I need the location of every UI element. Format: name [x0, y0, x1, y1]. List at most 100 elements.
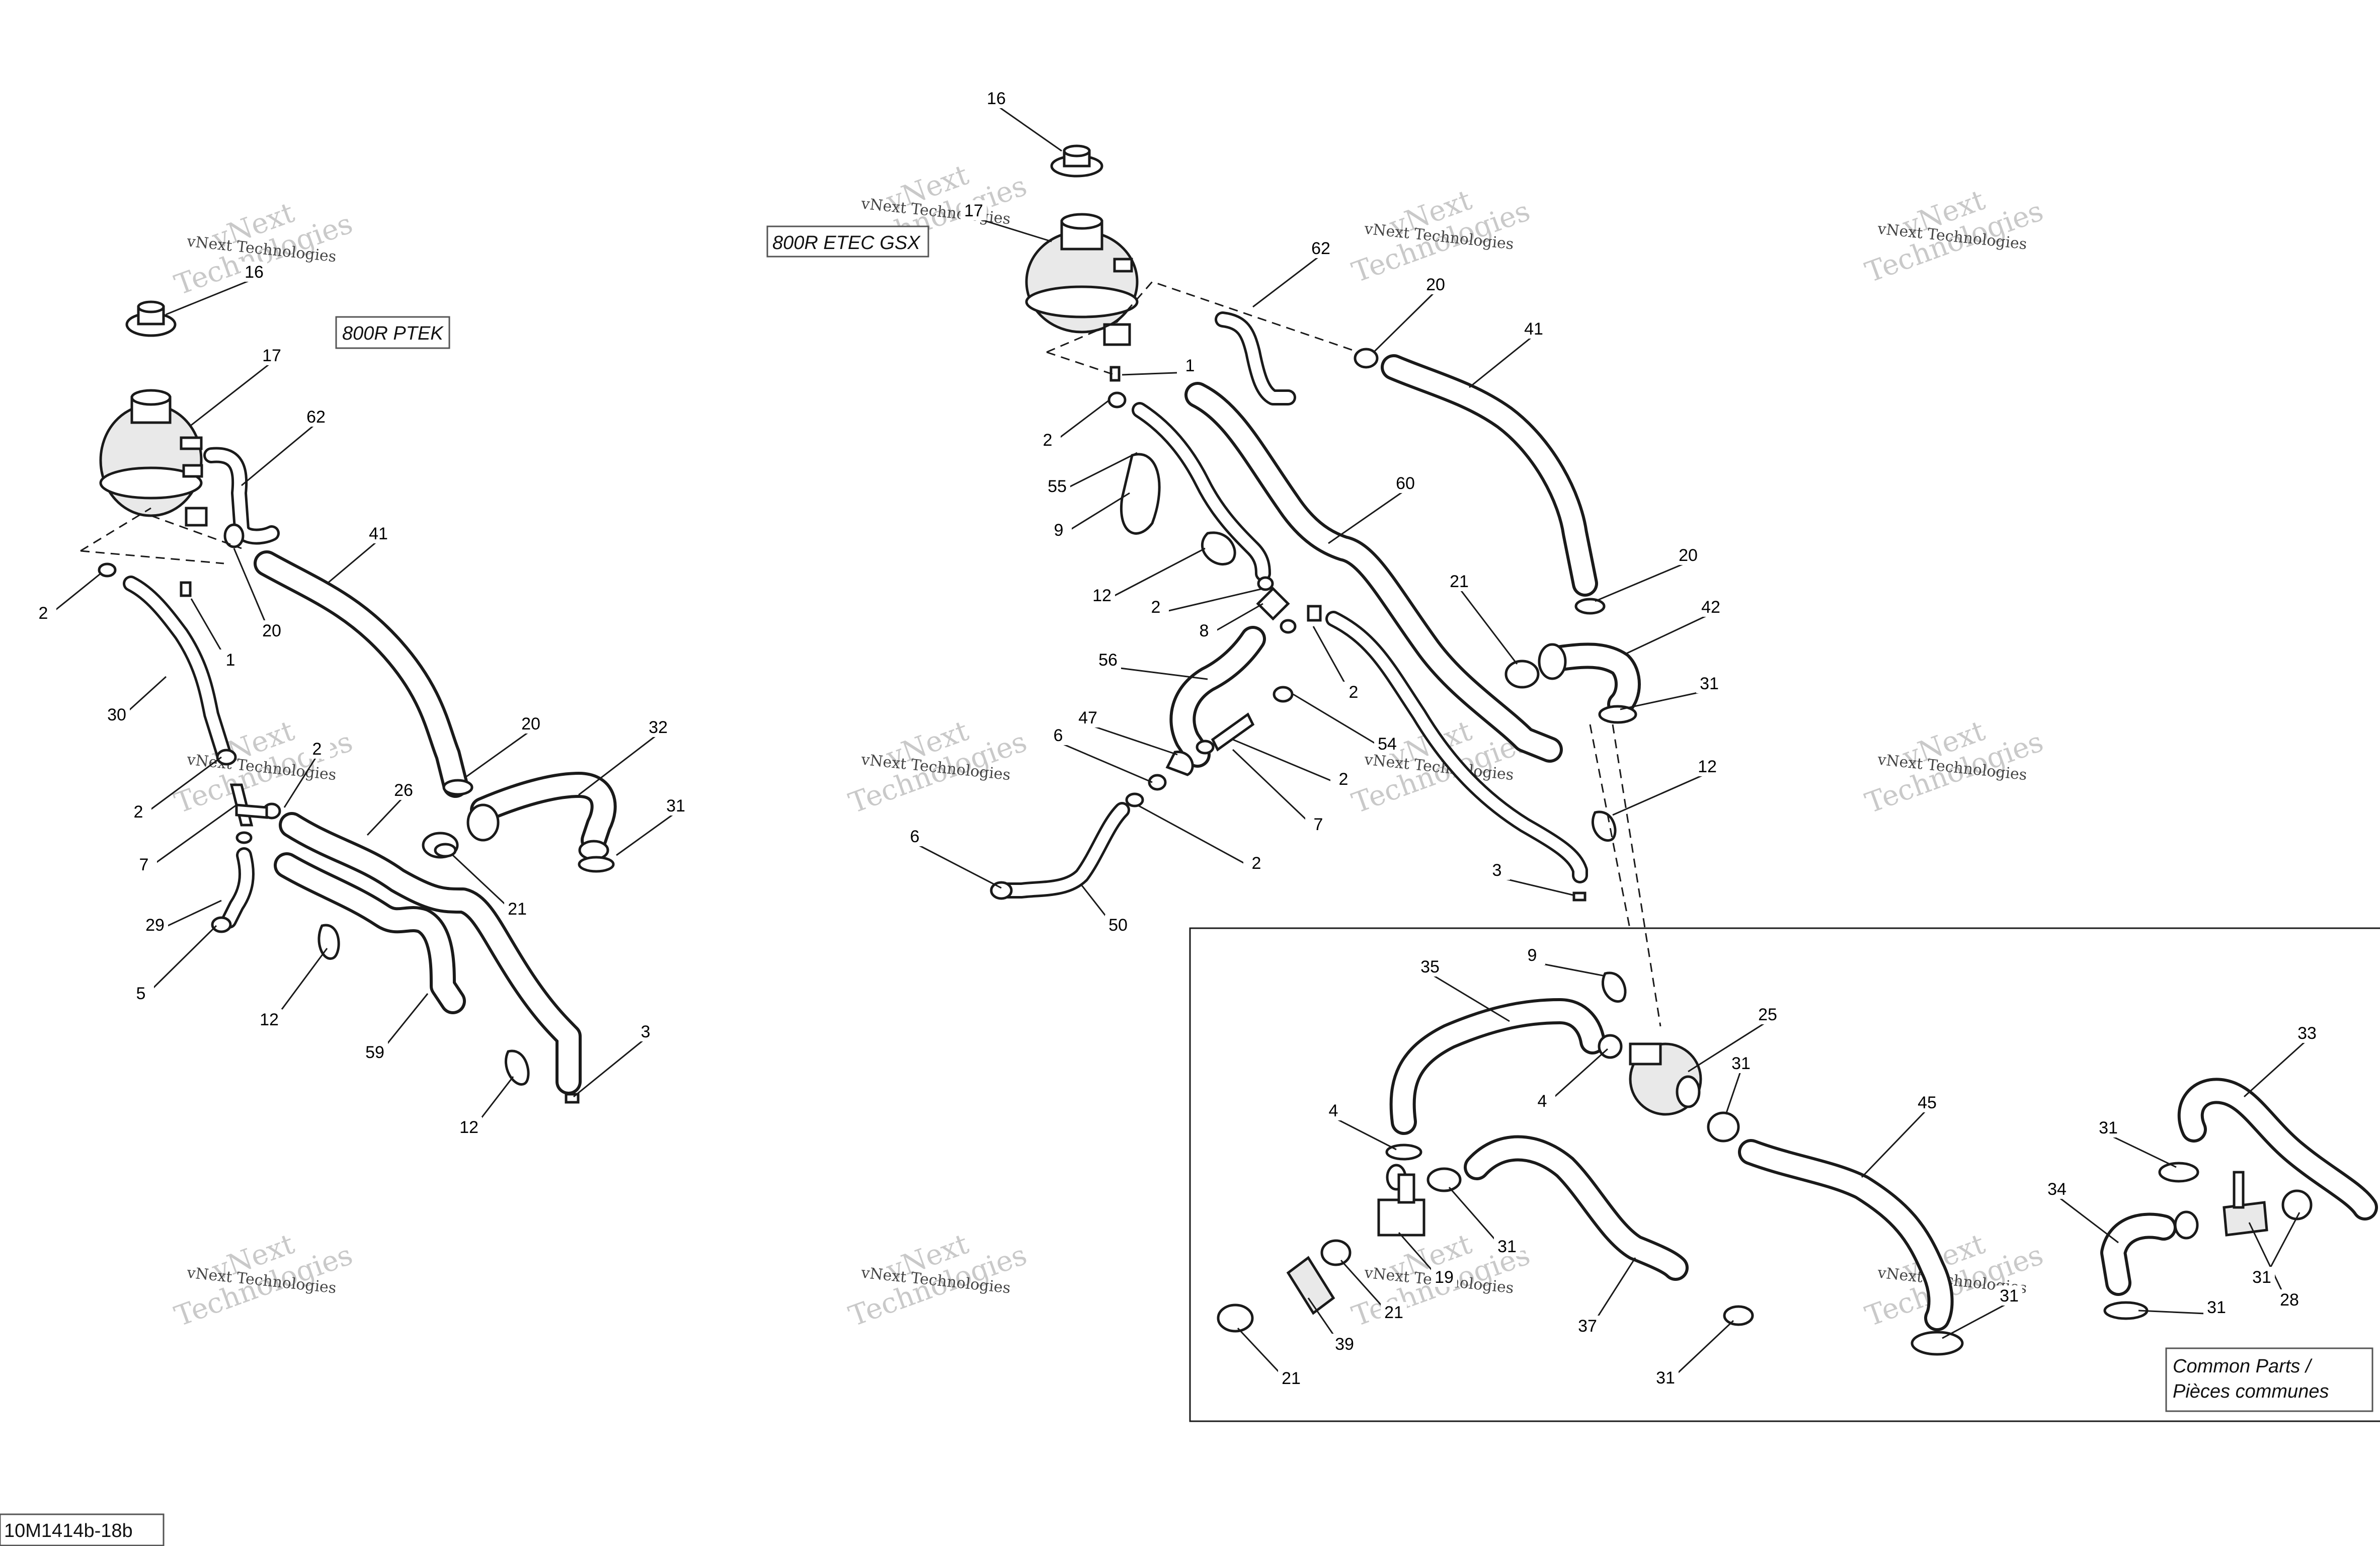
callout-bg — [1381, 1302, 1407, 1322]
callout-number: 31 — [1700, 674, 1719, 693]
callout-number: 39 — [1335, 1335, 1354, 1354]
callout-number: 16 — [245, 263, 264, 282]
callout-number: 33 — [2297, 1024, 2317, 1043]
callout-bg — [241, 262, 267, 282]
callout-leader — [1155, 588, 1263, 615]
common-parts-frame — [1189, 927, 2380, 1422]
callout-number: 31 — [1656, 1368, 1675, 1388]
callout-leader — [143, 804, 237, 872]
callout-number: 29 — [145, 916, 165, 935]
callout-number: 19 — [1435, 1268, 1454, 1287]
callout-number: 50 — [1108, 916, 1128, 935]
callout-bg — [1331, 1334, 1358, 1354]
callout-bg — [504, 899, 530, 919]
callout-bg — [1089, 585, 1115, 605]
callout-bg — [1143, 597, 1169, 617]
callout-number: 35 — [1420, 957, 1440, 977]
callout-number: 56 — [1098, 650, 1118, 670]
callout-number: 12 — [260, 1010, 279, 1029]
drawing-id: 10M1414b-18b — [0, 1513, 165, 1546]
callout-number: 55 — [1048, 477, 1067, 496]
callout-leader — [1058, 741, 1153, 783]
callout-leader — [1861, 1108, 1928, 1178]
callout-number: 4 — [1538, 1092, 1547, 1111]
callout-leader — [1232, 749, 1319, 832]
callout-number: 2 — [1043, 431, 1053, 450]
callout-leader — [138, 756, 222, 820]
callout-bg — [1696, 673, 1722, 693]
callout-bg — [125, 801, 151, 822]
drawing-id-text: 10M1414b-18b — [4, 1520, 133, 1541]
callout-number: 16 — [987, 89, 1006, 108]
callout-bg — [1698, 597, 1724, 617]
label-ptek: 800R PTEK — [335, 316, 450, 349]
callout-number: 31 — [2207, 1298, 2226, 1317]
callout-leader — [1087, 723, 1178, 756]
callout-leader — [1328, 489, 1406, 544]
callout-number: 9 — [1054, 521, 1064, 540]
callout-number: 62 — [306, 408, 326, 427]
callout-leader — [1252, 254, 1321, 308]
callout-bg — [1330, 769, 1357, 789]
callout-bg — [1075, 707, 1101, 727]
callout-leader — [366, 796, 405, 836]
label-etec-gsx-text: 800R ETEC GSX — [772, 232, 921, 254]
callout-number: 2 — [39, 604, 48, 623]
callout-leader — [1107, 666, 1208, 680]
callout-bg — [1431, 1267, 1457, 1287]
callout-number: 37 — [1578, 1317, 1597, 1336]
callout-number: 34 — [2047, 1180, 2067, 1199]
callout-bg — [1305, 814, 1331, 834]
callout-number: 12 — [1698, 757, 1717, 776]
callout-number: 7 — [139, 855, 149, 874]
callout-leader — [578, 733, 659, 796]
coolant-reservoir-part — [99, 389, 208, 527]
callout-leader — [1625, 613, 1711, 655]
callout-bg — [259, 620, 285, 640]
ptek-section — [80, 300, 617, 1104]
callout-number: 1 — [226, 650, 235, 670]
callout-bg — [1044, 476, 1070, 496]
callout-leader — [1496, 876, 1575, 897]
callout-bg — [1422, 274, 1449, 294]
callout-number: 21 — [1450, 572, 1469, 591]
callout-bg — [1484, 860, 1510, 880]
callout-leader — [1469, 335, 1534, 388]
callout-number: 42 — [1701, 598, 1720, 617]
callout-leader — [1333, 1116, 1397, 1151]
callout-bg — [2044, 1179, 2070, 1199]
callout-number: 12 — [1092, 586, 1112, 605]
callout-bg — [217, 649, 244, 670]
callout-bg — [303, 406, 329, 427]
label-common-parts: Common Parts / Pièces communes — [2165, 1347, 2373, 1412]
callout-bg — [30, 603, 56, 623]
callout-leader — [1293, 693, 1388, 752]
callout-bg — [902, 826, 928, 846]
callout-number: 2 — [1151, 598, 1161, 617]
callout-bg — [1417, 956, 1443, 977]
callout-leader — [1942, 1301, 2010, 1339]
callout-number: 8 — [1200, 621, 1209, 640]
callout-leader — [2108, 1133, 2177, 1168]
callout-bg — [362, 1042, 388, 1062]
etec-gsx-section — [990, 144, 1661, 1027]
callout-bg — [456, 1117, 482, 1137]
callout-number: 6 — [910, 827, 920, 846]
callout-number: 31 — [2099, 1118, 2118, 1137]
callout-bg — [632, 1021, 659, 1041]
callout-leader — [1232, 739, 1344, 787]
callout-number: 28 — [2280, 1290, 2299, 1310]
callout-number: 60 — [1396, 474, 1415, 493]
callout-leader — [1725, 1070, 1742, 1115]
callout-leader — [616, 811, 676, 856]
callout-bg — [1755, 1004, 1781, 1024]
callout-number: 54 — [1378, 735, 1397, 754]
callout-bg — [256, 1009, 282, 1029]
callout-number: 5 — [136, 984, 146, 1003]
callout-leader — [914, 842, 1002, 889]
callout-number: 17 — [964, 201, 983, 220]
callout-number: 2 — [1339, 770, 1348, 789]
callout-leader — [283, 755, 318, 808]
callout-leader — [1620, 689, 1710, 710]
